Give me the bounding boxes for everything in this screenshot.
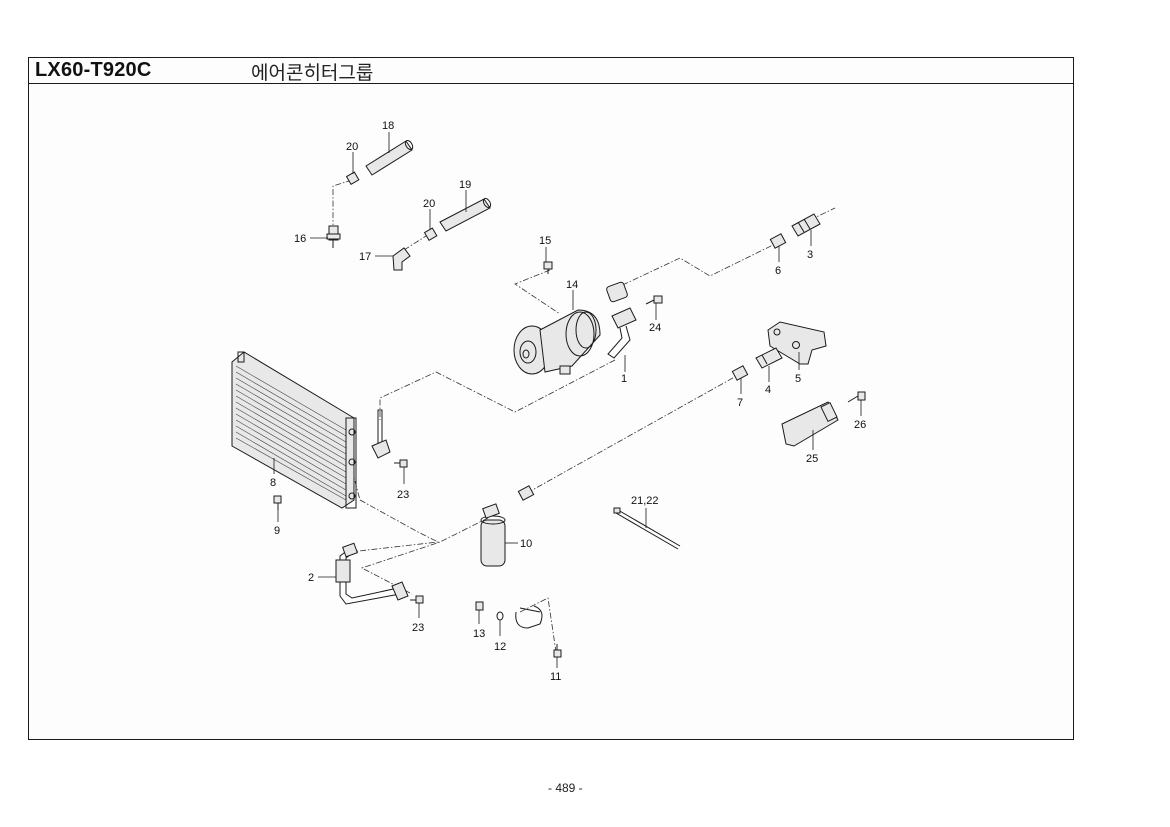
callout-20a: 20 [346, 141, 358, 153]
elbow-fitting-17 [392, 247, 411, 271]
connection-lines [332, 179, 836, 653]
callout-9: 9 [274, 525, 280, 537]
callout-17: 17 [359, 251, 371, 263]
callout-13: 13 [473, 628, 485, 640]
callout-5: 5 [795, 373, 801, 385]
nut-13 [475, 601, 484, 611]
fitting-6 [769, 233, 787, 249]
plate-25 [781, 401, 839, 447]
callout-labels: 18 20 19 20 16 17 15 14 24 1 6 3 5 4 7 2… [270, 120, 866, 683]
callout-25: 25 [806, 453, 818, 465]
nut-20a [345, 171, 360, 186]
leader-lines [273, 132, 862, 668]
callout-1: 1 [621, 373, 627, 385]
bolt-15 [543, 261, 553, 274]
valve-4 [755, 347, 783, 369]
callout-23a: 23 [397, 489, 409, 501]
callout-6: 6 [775, 265, 781, 277]
group-title: 에어콘히터그룹 [251, 62, 374, 84]
bolt-23a [394, 459, 408, 468]
callout-11: 11 [550, 671, 561, 683]
diagram-frame: LX60-T920C 에어콘히터그룹 [28, 57, 1074, 740]
condenser-8 [231, 351, 357, 509]
callout-23b: 23 [412, 622, 424, 634]
hose-2 [335, 542, 409, 605]
callout-15: 15 [539, 235, 551, 247]
washer-12 [496, 611, 504, 621]
bolt-11 [553, 644, 562, 658]
model-code: LX60-T920C [35, 59, 152, 81]
callout-4: 4 [765, 384, 771, 396]
callout-26: 26 [854, 419, 866, 431]
callout-12: 12 [494, 641, 506, 653]
bolt-9 [273, 495, 282, 510]
page-number: - 489 - [548, 781, 583, 795]
callout-3: 3 [807, 249, 813, 261]
header-bar: LX60-T920C 에어콘히터그룹 [29, 58, 1073, 84]
callout-8: 8 [270, 477, 276, 489]
condenser-pipe [371, 409, 391, 459]
callout-16: 16 [294, 233, 306, 245]
bolt-24 [645, 295, 663, 305]
hose-18 [365, 139, 414, 176]
hose-1 [606, 281, 637, 359]
callout-10: 10 [520, 538, 532, 550]
bolt-26 [847, 391, 866, 403]
callout-19: 19 [459, 179, 471, 191]
callout-21-22: 21,22 [631, 495, 659, 507]
hose-19 [439, 197, 492, 232]
callout-24: 24 [649, 322, 661, 334]
callout-14: 14 [566, 279, 578, 291]
callout-2: 2 [308, 572, 314, 584]
clamp [515, 605, 543, 629]
bolt-23b [410, 595, 424, 604]
cable-21-22 [613, 507, 681, 550]
bracket-5 [767, 321, 827, 365]
nut-20b [423, 227, 438, 242]
callout-7: 7 [737, 397, 743, 409]
callout-18: 18 [382, 120, 394, 132]
compressor-14 [513, 309, 601, 375]
callout-20b: 20 [423, 198, 435, 210]
fitting-7 [731, 365, 749, 381]
fitting-16 [326, 225, 341, 248]
receiver-drier-10 [480, 485, 535, 567]
valve-3 [791, 213, 821, 237]
